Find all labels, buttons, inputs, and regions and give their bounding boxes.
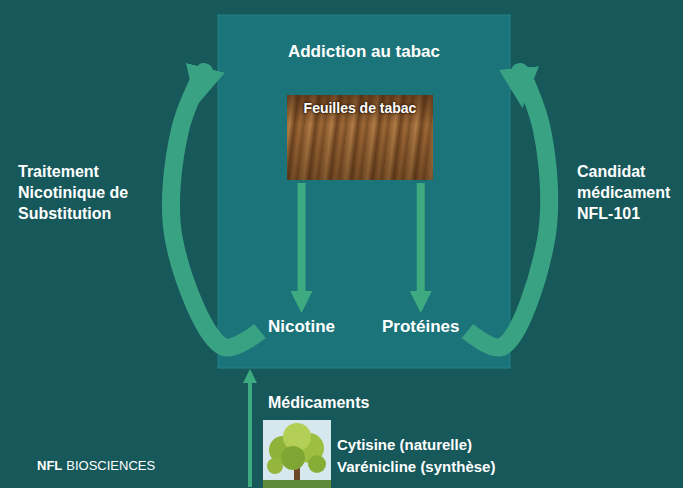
term-node: Protéines: [380, 315, 461, 339]
loop-arrow: [171, 72, 260, 348]
flow-arrow: [417, 183, 425, 298]
foliage: [267, 458, 283, 474]
term-node: Nicotine: [266, 315, 337, 339]
context-box-fill: [218, 15, 510, 368]
node-text: Varénicline (synthèse): [337, 458, 548, 475]
sky: [263, 420, 331, 488]
context-box: Addiction au tabacFeuilles de tabacNicot…: [218, 15, 510, 368]
image-box: Feuilles de tabac: [287, 95, 433, 180]
node-title: Addiction au tabac: [218, 42, 510, 62]
ground: [263, 480, 331, 488]
node-text: Cytisine (naturelle): [337, 436, 548, 453]
node-title: Nicotine: [266, 315, 337, 339]
brand-mark: NFL BIOSCIENCES: [37, 458, 155, 473]
brand-text: BIOSCIENCES: [66, 458, 155, 473]
tree-picture: [263, 420, 331, 488]
flow-arrow: [298, 183, 306, 298]
flow-arrow: [248, 379, 252, 487]
edge-label: Traitement Nicotinique de Substitution: [18, 162, 158, 224]
brand-text: NFL: [37, 458, 62, 473]
node-title: Protéines: [380, 315, 461, 339]
foliage: [308, 455, 326, 473]
edge-label-box: Traitement Nicotinique de Substitution: [18, 162, 158, 224]
node-title: Feuilles de tabac: [287, 95, 433, 116]
edge-label-box: Candidat médicament NFL-101: [577, 162, 681, 224]
edge-label: Candidat médicament NFL-101: [577, 162, 681, 224]
node-title: Médicaments: [268, 394, 548, 412]
loop-arrow: [467, 72, 549, 348]
foliage: [281, 446, 305, 470]
drug-group: MédicamentsCytisine (naturelle) Varénicli…: [240, 388, 548, 488]
